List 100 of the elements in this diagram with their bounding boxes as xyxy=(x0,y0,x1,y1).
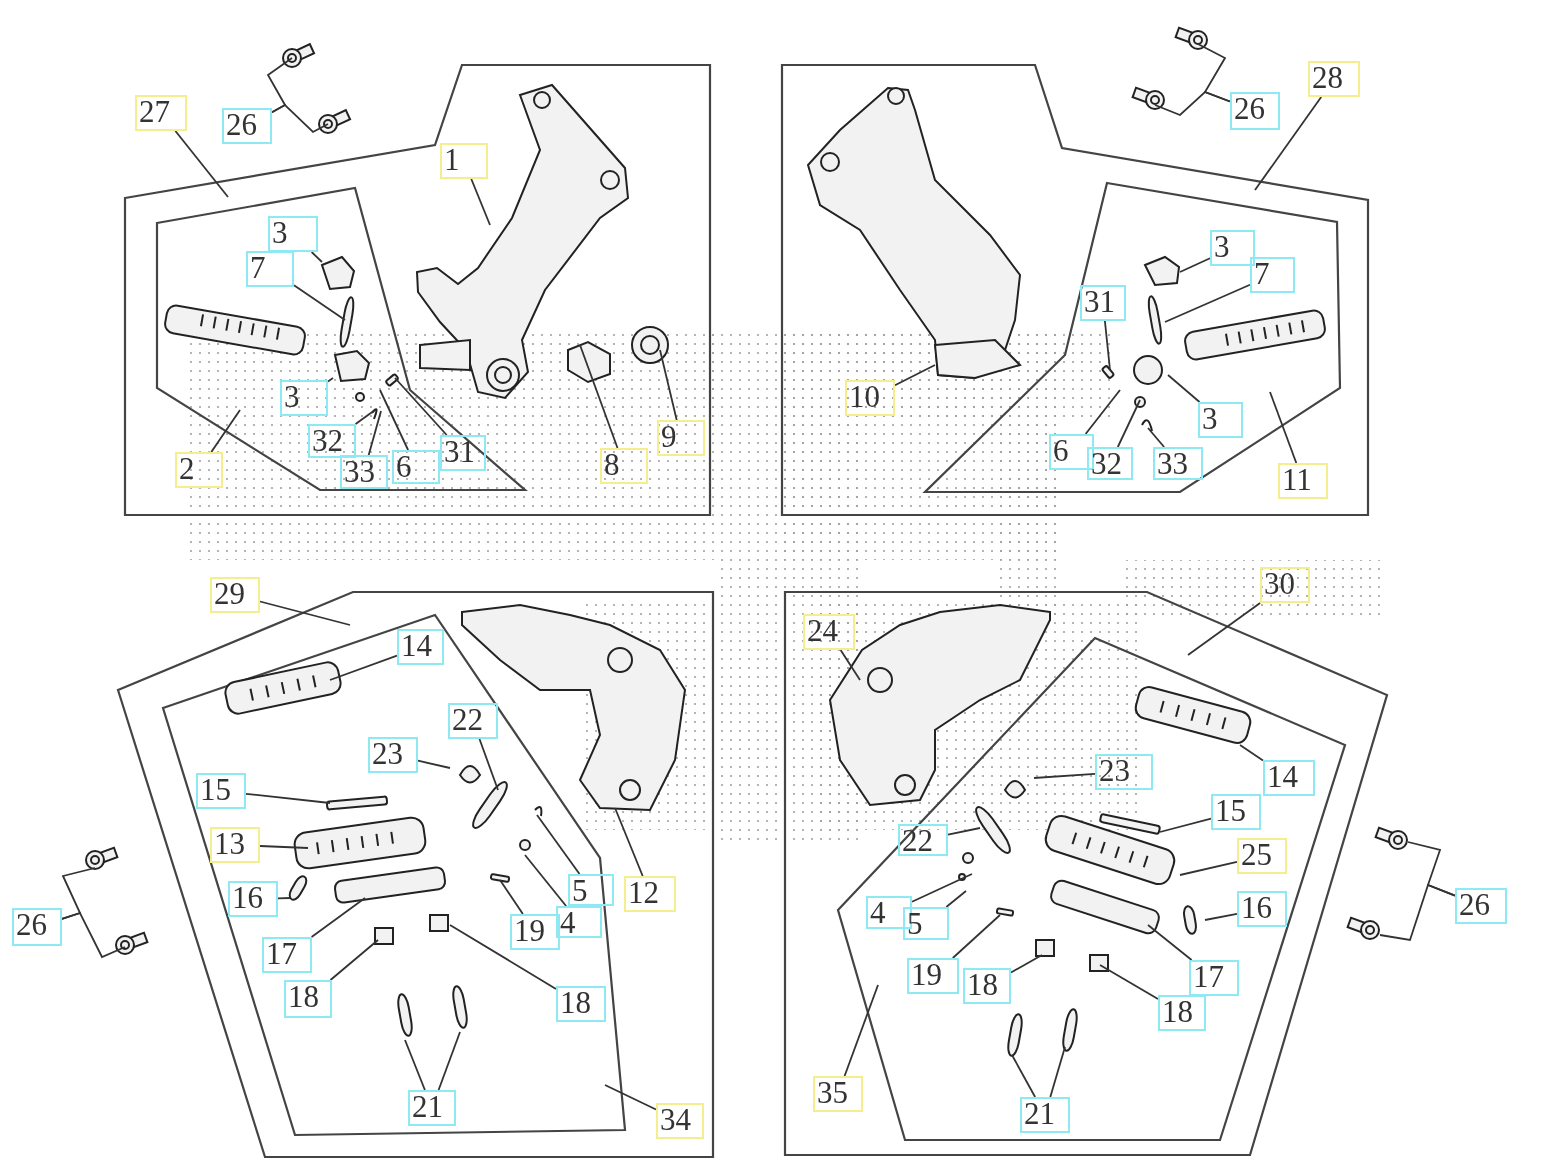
callout-number: 2 xyxy=(175,452,223,488)
callout-number: 10 xyxy=(845,380,895,416)
leader-line xyxy=(1379,883,1456,941)
leader-line xyxy=(579,344,619,449)
callout-number: 30 xyxy=(1260,567,1310,603)
callout-number: 16 xyxy=(1237,891,1287,927)
leader-line xyxy=(1099,964,1159,1000)
callout-number: 15 xyxy=(1211,794,1261,830)
leader-line xyxy=(245,792,331,804)
leader-line xyxy=(1154,90,1231,117)
leader-line xyxy=(951,914,1001,959)
callout-number: 31 xyxy=(440,435,486,471)
callout-number: 11 xyxy=(1278,463,1328,499)
callout-number: 18 xyxy=(556,986,606,1022)
callout-number: 35 xyxy=(813,1076,863,1112)
leader-line xyxy=(449,924,557,990)
leader-line xyxy=(1116,399,1141,448)
leader-line xyxy=(379,389,409,451)
leader-line xyxy=(310,251,323,263)
callout-number: 14 xyxy=(397,629,444,665)
leader-line xyxy=(271,103,329,134)
leader-line xyxy=(1049,1046,1066,1098)
leader-line xyxy=(1204,912,1238,921)
leader-line xyxy=(1010,954,1043,974)
leader-line xyxy=(499,879,524,915)
leader-line xyxy=(839,649,861,681)
leader-line xyxy=(470,178,491,226)
leader-line xyxy=(404,1039,426,1091)
callout-number: 17 xyxy=(262,937,312,973)
callout-number: 8 xyxy=(600,448,648,484)
leader-line xyxy=(417,759,451,769)
leader-line xyxy=(604,1084,657,1111)
leader-line xyxy=(259,600,351,626)
leader-line xyxy=(945,890,967,908)
leader-line xyxy=(394,377,448,436)
leader-line xyxy=(947,827,981,836)
callout-number: 5 xyxy=(568,874,614,906)
callout-number: 18 xyxy=(284,980,332,1018)
callout-number: 3 xyxy=(280,380,328,416)
callout-number: 23 xyxy=(1095,754,1153,790)
leader-line xyxy=(1147,924,1193,961)
leader-line xyxy=(1147,427,1165,448)
callout-number: 17 xyxy=(1189,960,1239,996)
leader-line xyxy=(329,939,379,981)
callout-number: 7 xyxy=(1250,257,1295,293)
callout-number: 26 xyxy=(12,908,62,946)
leader-line xyxy=(911,873,973,903)
leader-line xyxy=(437,1031,461,1091)
callout-number: 31 xyxy=(1080,285,1126,321)
callout-number: 18 xyxy=(963,968,1011,1004)
leader-line xyxy=(174,130,229,198)
callout-number: 26 xyxy=(1230,92,1280,130)
callout-number: 32 xyxy=(1087,447,1133,480)
callout-number: 26 xyxy=(222,108,272,144)
leader-line xyxy=(1187,602,1261,656)
callout-number: 12 xyxy=(624,876,676,912)
callout-number: 19 xyxy=(907,958,959,994)
callout-number: 5 xyxy=(903,907,949,940)
callout-number: 22 xyxy=(448,703,498,739)
callout-number: 21 xyxy=(408,1090,456,1126)
leader-line xyxy=(614,807,644,877)
callout-number: 9 xyxy=(657,420,705,456)
callout-number: 16 xyxy=(228,881,278,917)
callout-number: 33 xyxy=(1153,447,1203,480)
callout-number: 23 xyxy=(368,737,418,773)
leader-line xyxy=(1269,391,1298,464)
callout-number: 3 xyxy=(268,216,318,252)
callout-number: 7 xyxy=(246,251,294,287)
leader-line xyxy=(1104,320,1111,371)
leader-line xyxy=(1164,283,1251,323)
leader-line xyxy=(310,897,366,938)
leader-line xyxy=(1011,1054,1036,1098)
callout-number: 3 xyxy=(1210,230,1255,266)
callout-number: 34 xyxy=(656,1103,704,1139)
callout-number: 19 xyxy=(510,914,560,950)
leader-line xyxy=(843,984,879,1077)
leader-line xyxy=(1159,817,1212,833)
callout-number: 33 xyxy=(340,455,388,489)
leader-line xyxy=(894,364,936,387)
leader-line xyxy=(1179,257,1211,273)
leader-line xyxy=(1254,96,1323,191)
callout-number: 26 xyxy=(1455,888,1507,924)
callout-number: 14 xyxy=(1263,760,1315,796)
leader-line xyxy=(354,409,376,425)
leader-line xyxy=(1179,860,1238,876)
leader-line xyxy=(1033,773,1096,779)
callout-number: 1 xyxy=(440,143,488,179)
callout-number: 13 xyxy=(210,827,260,863)
leader-line xyxy=(259,845,309,849)
callout-number: 21 xyxy=(1020,1097,1070,1133)
callout-number: 25 xyxy=(1237,838,1287,874)
callout-number: 15 xyxy=(196,773,246,809)
callout-number: 6 xyxy=(392,450,440,484)
leader-line xyxy=(659,349,678,421)
leader-line xyxy=(293,284,346,321)
callout-number: 29 xyxy=(210,577,260,613)
callout-number: 4 xyxy=(556,906,602,938)
callout-number: 24 xyxy=(803,614,855,650)
callout-number: 27 xyxy=(135,95,187,131)
callout-number: 3 xyxy=(1198,402,1243,438)
